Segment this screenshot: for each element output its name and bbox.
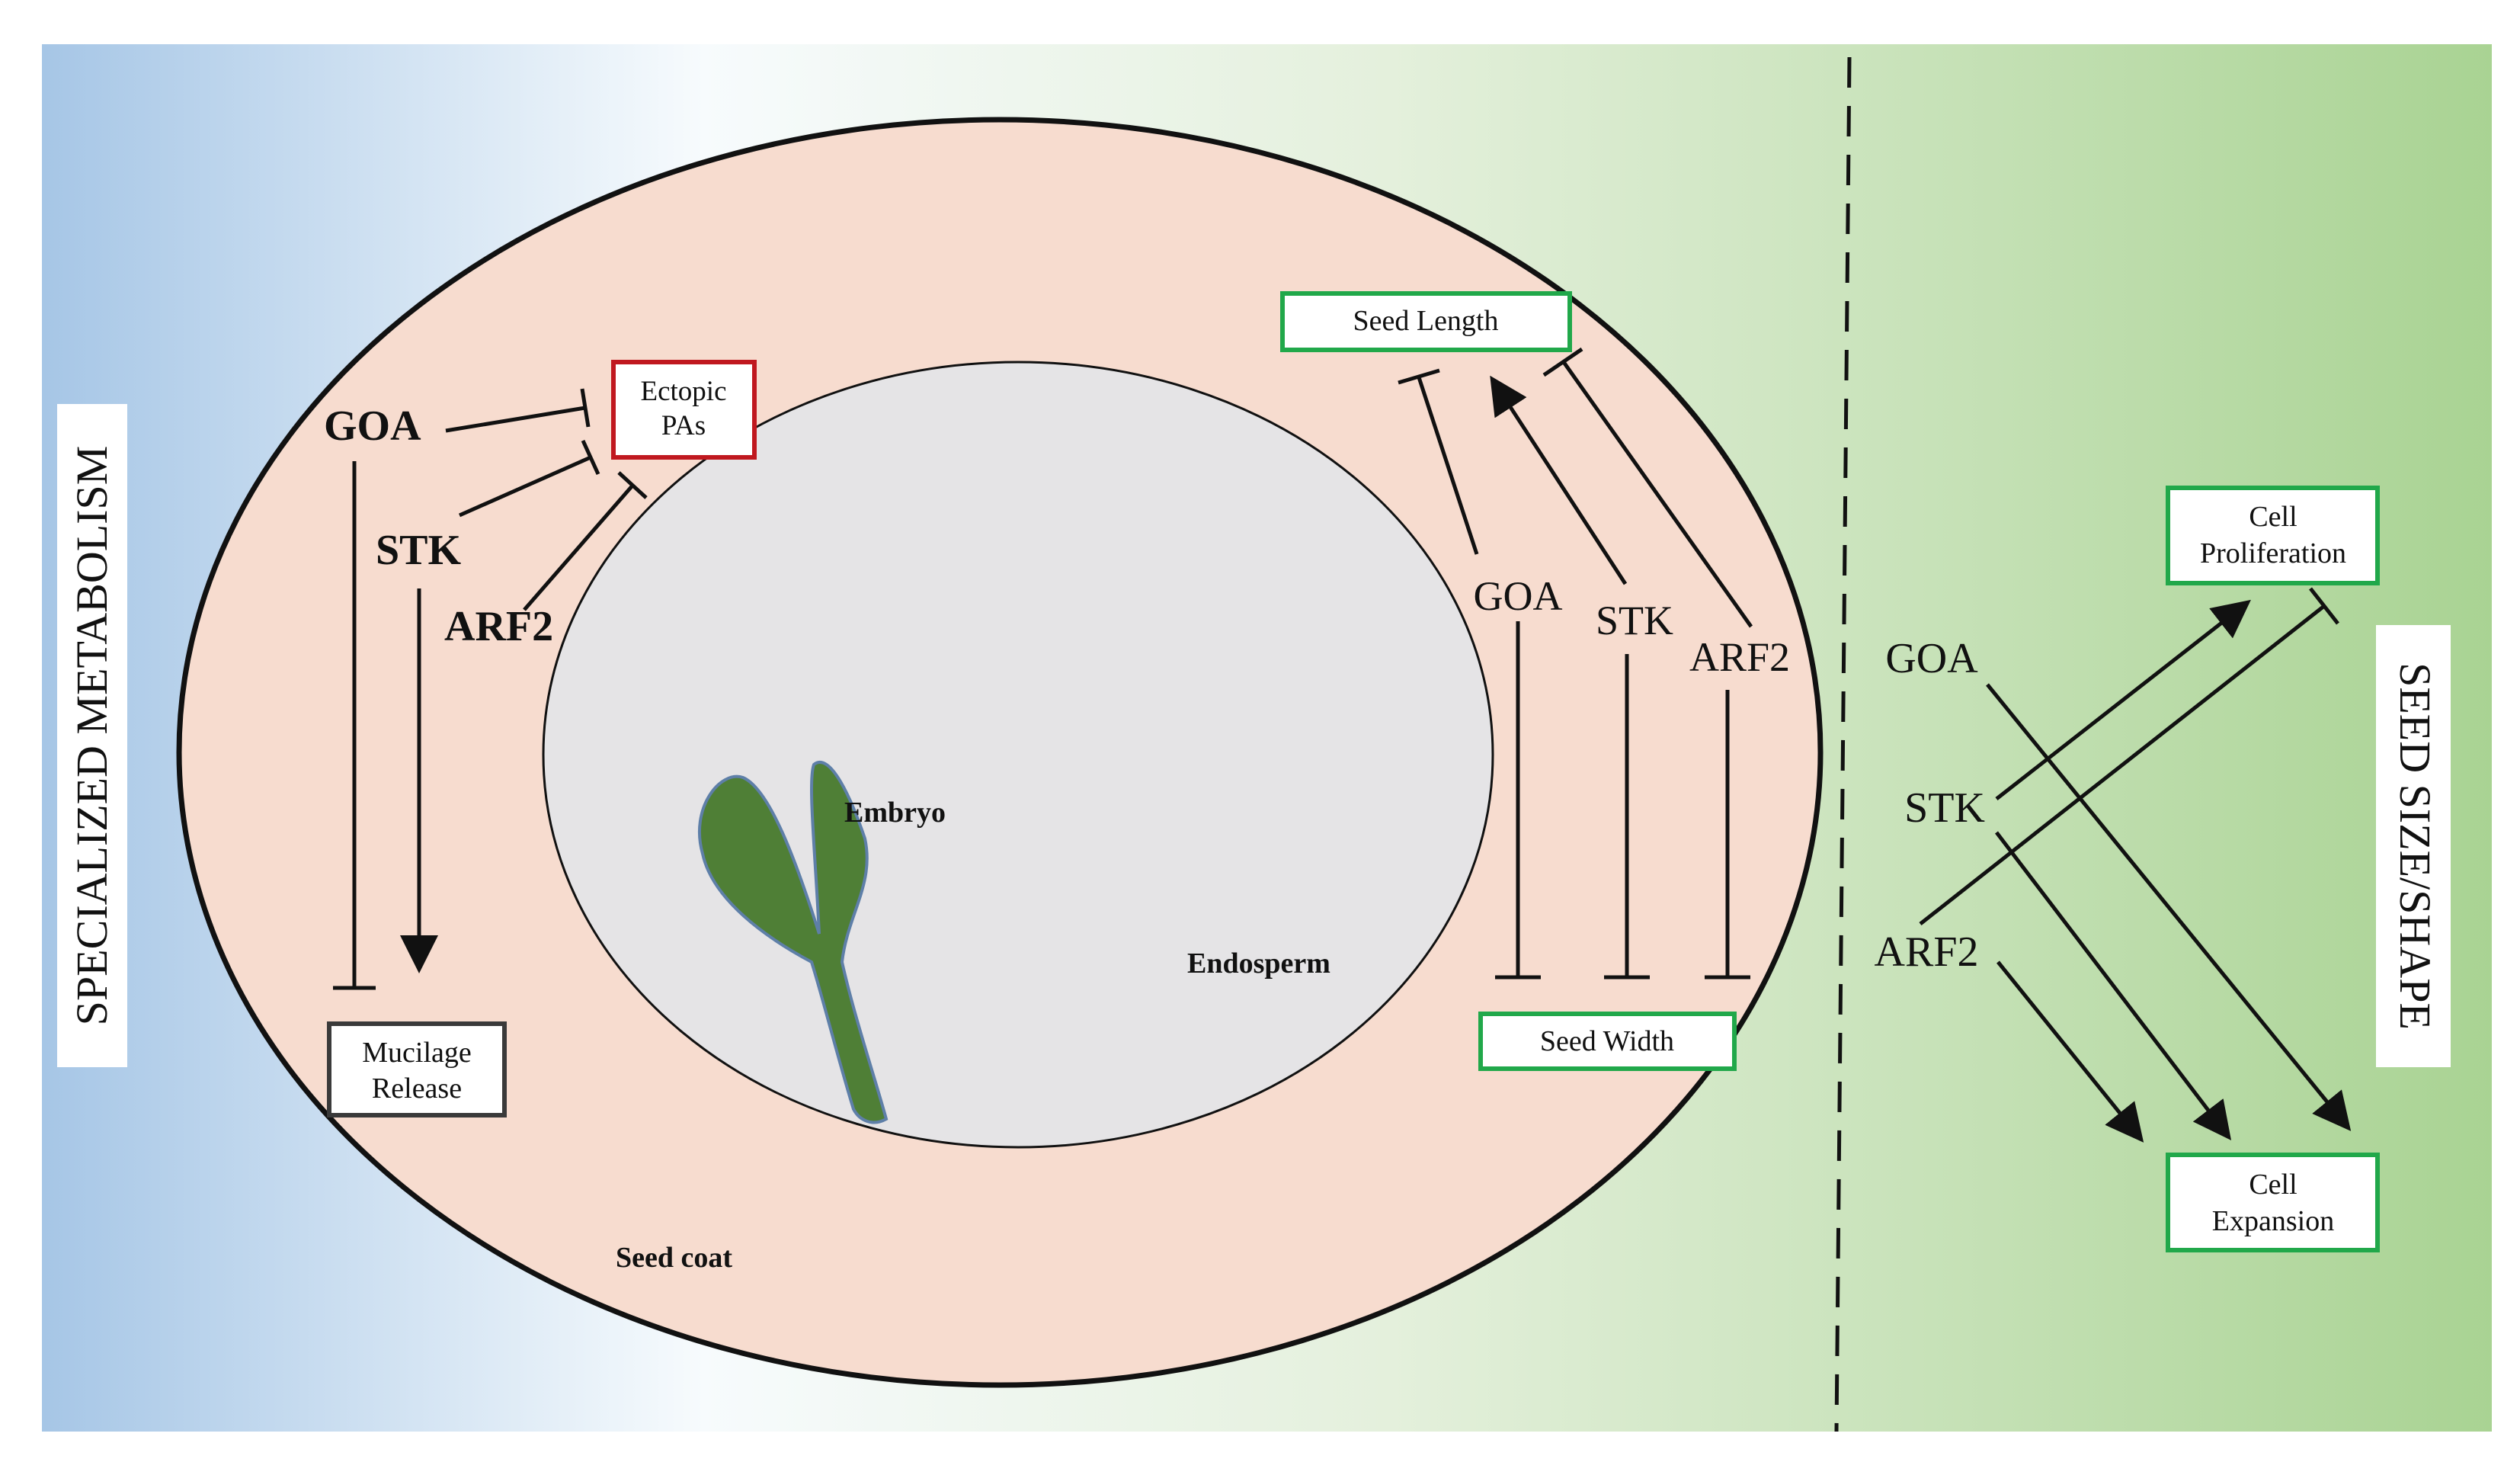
ectopic-pas-line1: Ectopic [640, 376, 726, 407]
ectopic-pas-line2: PAs [661, 410, 706, 441]
seed-width-label: Seed Width [1540, 1025, 1674, 1057]
mucilage-release-box [327, 1021, 507, 1117]
left-side-label: SPECIALIZED METABOLISM [67, 446, 117, 1026]
cell-proliferation-box [2166, 486, 2380, 585]
mucilage-line1: Mucilage [362, 1037, 472, 1069]
arf2-inhibits-proliferation-bar [2309, 587, 2339, 625]
metabolism-arf2-label: ARF2 [444, 603, 553, 650]
goa-inhibits-ectopic-line [445, 406, 586, 433]
stk-inhibits-ectopic-bar [581, 439, 600, 476]
stk-promotes-expansion-arrow [1995, 831, 2232, 1140]
stk-inhibits-ectopic-line [458, 455, 592, 518]
embryo-label: Embryo [844, 797, 946, 829]
seed-length-label: Seed Length [1353, 305, 1498, 337]
cell-arf2-label: ARF2 [1875, 928, 1979, 976]
goa-inhibits-length-line [1417, 377, 1479, 555]
embryo-shape [697, 761, 889, 1124]
endosperm-label: Endosperm [1187, 948, 1330, 980]
arf2-inhibits-ectopic-bar [617, 471, 648, 499]
cell-stk-label: STK [1904, 784, 1985, 832]
ectopic-pas-box [611, 360, 757, 460]
dims-arf2-label: ARF2 [1689, 634, 1790, 680]
endosperm-ellipse [542, 361, 1494, 1149]
arf2-inhibits-length-bar [1542, 347, 1583, 377]
left-side-label-group: SPECIALIZED METABOLISM [57, 404, 127, 1067]
metabolism-section: GOA STK ARF2 Ectopic PAs Mucilage Releas… [324, 360, 757, 1117]
dims-goa-label: GOA [1474, 573, 1563, 619]
arf2-inhibits-proliferation-line [1919, 604, 2326, 925]
cell-proliferation-line1: Cell [2249, 501, 2297, 533]
cell-goa-label: GOA [1885, 635, 1978, 682]
mucilage-line2: Release [372, 1073, 462, 1105]
metabolism-stk-label: STK [376, 527, 461, 574]
dims-stk-label: STK [1596, 598, 1673, 643]
arf2-promotes-expansion-arrow [1996, 960, 2144, 1143]
cell-proliferation-line2: Proliferation [2200, 537, 2346, 569]
cell-section: Cell Proliferation Cell Expansion GOA ST… [1875, 486, 2380, 1252]
arf2-inhibits-ectopic-line [523, 484, 634, 611]
goa-inhibits-length-bar [1398, 368, 1440, 385]
stk-promotes-length-arrow [1490, 375, 1628, 585]
seed-length-box [1280, 291, 1572, 352]
right-side-label: SEED SIZE/SHAPE [2390, 662, 2440, 1030]
separator-dashed-line [1834, 56, 1852, 1432]
cell-expansion-box [2166, 1153, 2380, 1252]
goa-inhibits-ectopic-bar [580, 388, 591, 428]
right-side-label-box [2376, 625, 2451, 1067]
stk-promotes-proliferation-arrow [1995, 599, 2251, 800]
seed-coat-label: Seed coat [616, 1242, 732, 1274]
arf2-inhibits-length-line [1561, 361, 1753, 628]
metabolism-goa-label: GOA [324, 402, 421, 450]
left-side-label-box [57, 404, 127, 1067]
right-side-label-group: SEED SIZE/SHAPE [2376, 625, 2451, 1067]
cell-expansion-line1: Cell [2249, 1169, 2297, 1201]
cell-expansion-line2: Expansion [2212, 1205, 2334, 1237]
seed-dimension-section: Seed Length Seed Width GOA STK ARF2 [1280, 291, 1790, 1071]
seed-width-box [1478, 1012, 1737, 1071]
